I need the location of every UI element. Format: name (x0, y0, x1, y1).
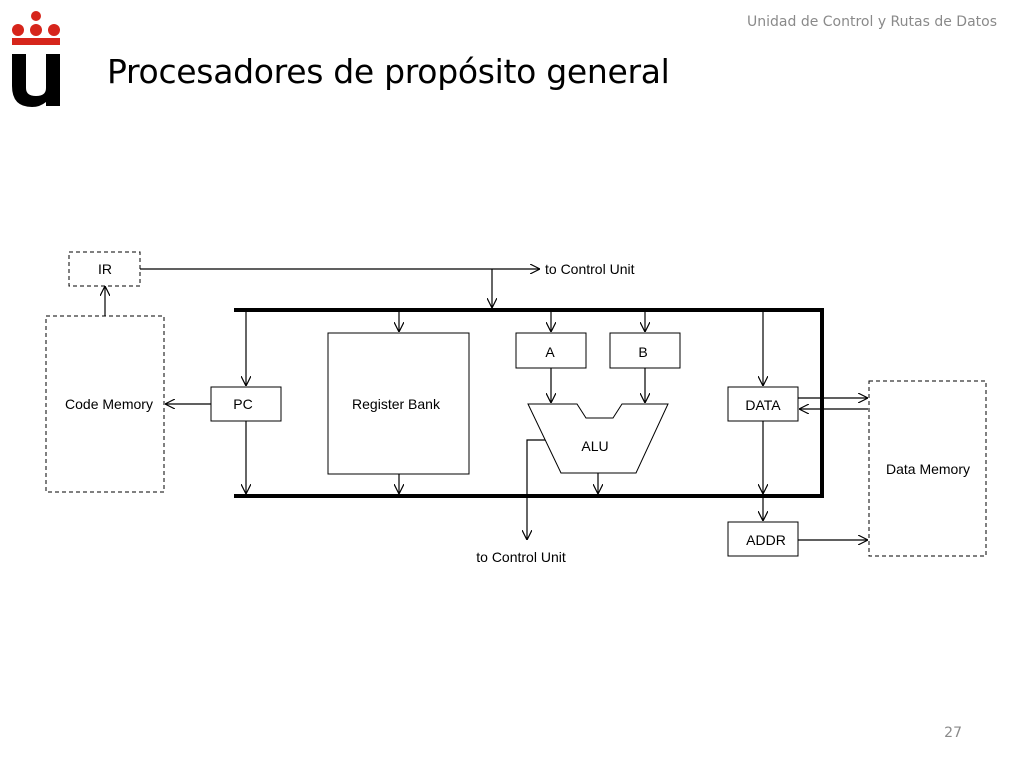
register-a-label: A (545, 344, 555, 360)
pc-label: PC (233, 396, 252, 412)
page-number: 27 (944, 725, 962, 741)
to-control-unit-top-label: to Control Unit (545, 261, 635, 277)
addr-label: ADDR (746, 532, 786, 548)
to-control-unit-bottom-label: to Control Unit (476, 549, 566, 565)
data-memory-label: Data Memory (886, 461, 970, 477)
alu-label: ALU (581, 438, 608, 454)
data-memory (868, 380, 987, 557)
slide-title: Procesadores de propósito general (107, 52, 670, 91)
data-bus (234, 308, 824, 498)
addr-register (727, 521, 799, 557)
data-label: DATA (745, 397, 781, 413)
university-logo-icon (12, 11, 60, 107)
course-title: Unidad de Control y Rutas de Datos (747, 14, 997, 30)
connections (105, 269, 868, 540)
register-bank-label: Register Bank (352, 396, 441, 412)
alu-unit (527, 403, 669, 474)
ir-label: IR (98, 261, 112, 277)
code-memory-label: Code Memory (65, 396, 153, 412)
register-b-label: B (638, 344, 647, 360)
